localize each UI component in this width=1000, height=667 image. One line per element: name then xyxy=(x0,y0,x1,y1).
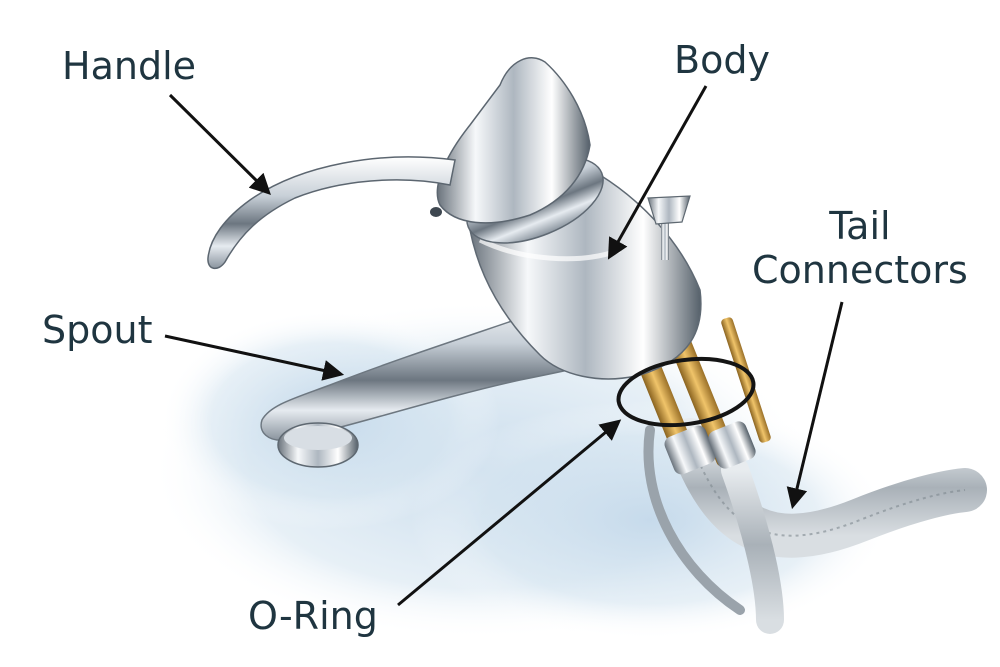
arrow-body xyxy=(607,85,708,260)
pop-up-knob xyxy=(647,195,691,260)
label-tail-line1: Tail xyxy=(829,204,891,248)
callout-arrows xyxy=(164,85,844,607)
arrow-handle xyxy=(168,93,271,195)
o-ring xyxy=(616,356,756,428)
arrow-tail-connectors xyxy=(786,301,844,510)
label-tail-line2: Connectors xyxy=(752,248,968,292)
label-o-ring: O-Ring xyxy=(248,594,378,638)
arrow-spout xyxy=(164,334,345,381)
label-body: Body xyxy=(674,38,770,82)
label-handle: Handle xyxy=(62,44,197,88)
hoses xyxy=(643,418,987,634)
faucet-handle xyxy=(207,57,591,270)
arrow-o-ring xyxy=(397,419,622,607)
label-spout: Spout xyxy=(42,308,153,352)
label-tail-connectors: Tail Connectors xyxy=(752,204,968,292)
